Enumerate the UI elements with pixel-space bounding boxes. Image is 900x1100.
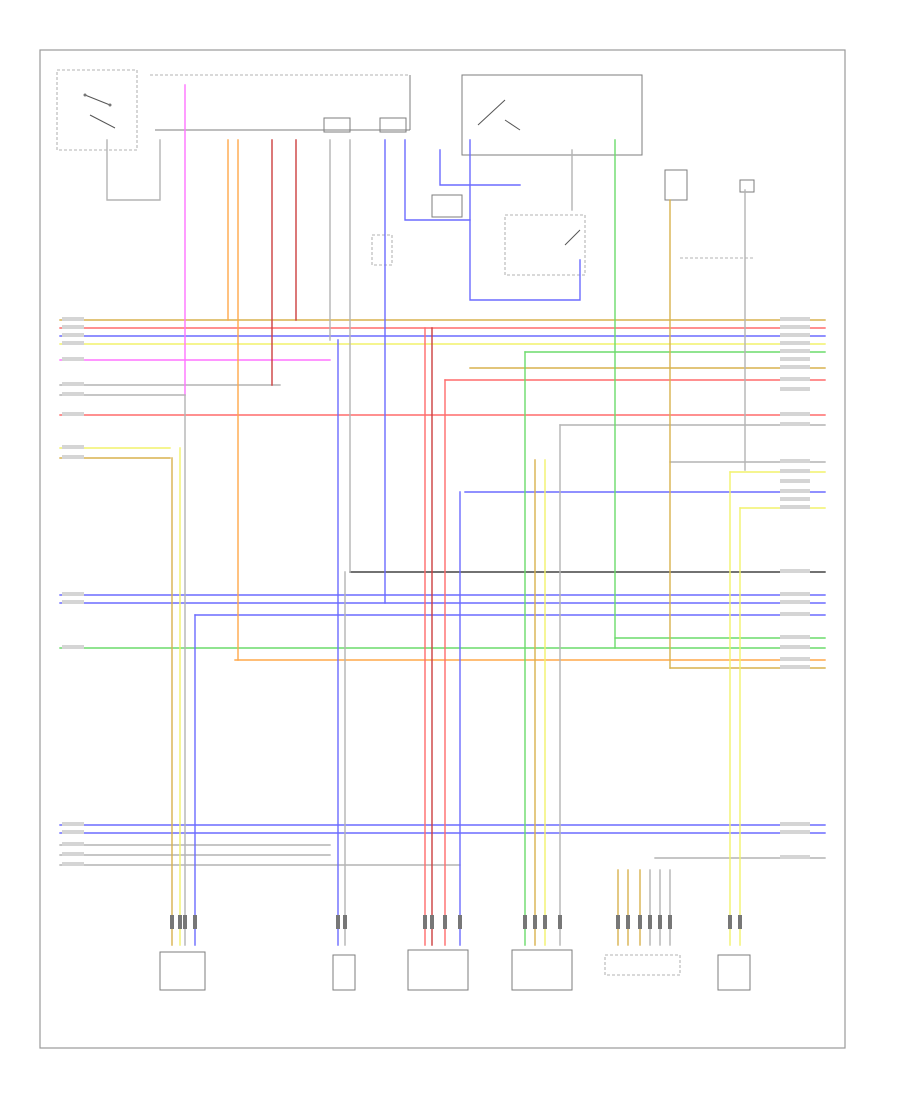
bottom-pin-16 [638, 915, 642, 929]
bottom-pin-4 [336, 915, 340, 929]
right-wire-label-9 [780, 412, 810, 416]
left-wire-label-0 [62, 317, 84, 321]
right-wire-label-14 [780, 489, 810, 493]
wire-ign-loop [106, 139, 161, 201]
bottom-pin-5 [343, 915, 347, 929]
bottom-pin-3 [193, 915, 197, 929]
bottom-pin-17 [648, 915, 652, 929]
right-wire-label-2 [780, 333, 810, 337]
bottom-pin-21 [738, 915, 742, 929]
right-wire-label-17 [780, 569, 810, 573]
inline-switch-component [371, 214, 586, 276]
right-wire-label-0 [780, 317, 810, 321]
bottom-pin-19 [668, 915, 672, 929]
left-wire-label-3 [62, 341, 84, 345]
wires-layer [59, 84, 826, 946]
bottom-components [159, 949, 751, 991]
right-wire-label-20 [780, 612, 810, 616]
right-wire-label-13 [780, 479, 810, 483]
left-wire-label-1 [62, 325, 84, 329]
bottom-pin-11 [533, 915, 537, 929]
bottom-pin-0 [170, 915, 174, 929]
left-wire-label-14 [62, 830, 84, 834]
left-wire-label-12 [62, 645, 84, 649]
bottom-pin-13 [558, 915, 562, 929]
bottom-pin-15 [626, 915, 630, 929]
wire-blue-relay [404, 139, 471, 221]
ignition-switch-component [56, 69, 138, 151]
left-wire-label-4 [62, 357, 84, 361]
right-wire-label-22 [780, 645, 810, 649]
right-wire-label-7 [780, 377, 810, 381]
bottom-pin-12 [543, 915, 547, 929]
right-wire-label-4 [780, 349, 810, 353]
bottom-pin-markers [170, 915, 742, 929]
bottom-pin-20 [728, 915, 732, 929]
bottom-pin-1 [178, 915, 182, 929]
wire-blue-switch [469, 139, 581, 301]
bottom-pin-14 [616, 915, 620, 929]
right-wire-label-5 [780, 357, 810, 361]
right-wire-label-21 [780, 635, 810, 639]
right-wire-label-26 [780, 830, 810, 834]
left-wire-label-5 [62, 382, 84, 386]
bottom-pin-2 [183, 915, 187, 929]
right-wire-label-27 [780, 855, 810, 859]
right-wire-label-3 [780, 341, 810, 345]
control-module-component [150, 74, 411, 133]
bottom-pin-9 [458, 915, 462, 929]
left-wire-label-10 [62, 592, 84, 596]
right-wire-label-19 [780, 600, 810, 604]
right-wire-label-10 [780, 422, 810, 426]
bottom-pin-8 [443, 915, 447, 929]
left-wire-label-8 [62, 445, 84, 449]
right-wire-label-18 [780, 592, 810, 596]
left-wire-label-17 [62, 862, 84, 866]
right-wire-label-12 [780, 469, 810, 473]
relay-box-component [431, 74, 643, 218]
right-wire-label-11 [780, 459, 810, 463]
left-wire-label-7 [62, 412, 84, 416]
left-wire-label-15 [62, 842, 84, 846]
left-wire-label-11 [62, 600, 84, 604]
right-edge-connector-tags [780, 317, 810, 859]
right-wire-label-24 [780, 665, 810, 669]
left-wire-label-2 [62, 333, 84, 337]
left-wire-label-16 [62, 852, 84, 856]
right-top-sensor-components [664, 169, 755, 259]
left-wire-label-6 [62, 392, 84, 396]
bottom-pin-7 [430, 915, 434, 929]
wire-blue-small [439, 149, 521, 186]
right-wire-label-25 [780, 822, 810, 826]
left-wire-label-9 [62, 455, 84, 459]
right-wire-label-23 [780, 657, 810, 661]
left-edge-connector-tags [62, 317, 84, 866]
bottom-pin-18 [658, 915, 662, 929]
right-wire-label-8 [780, 387, 810, 391]
left-wire-label-13 [62, 822, 84, 826]
right-wire-label-6 [780, 365, 810, 369]
bottom-pin-10 [523, 915, 527, 929]
right-wire-label-15 [780, 497, 810, 501]
diagram-frame [39, 49, 846, 1049]
right-wire-label-1 [780, 325, 810, 329]
right-wire-label-16 [780, 505, 810, 509]
bottom-pin-6 [423, 915, 427, 929]
